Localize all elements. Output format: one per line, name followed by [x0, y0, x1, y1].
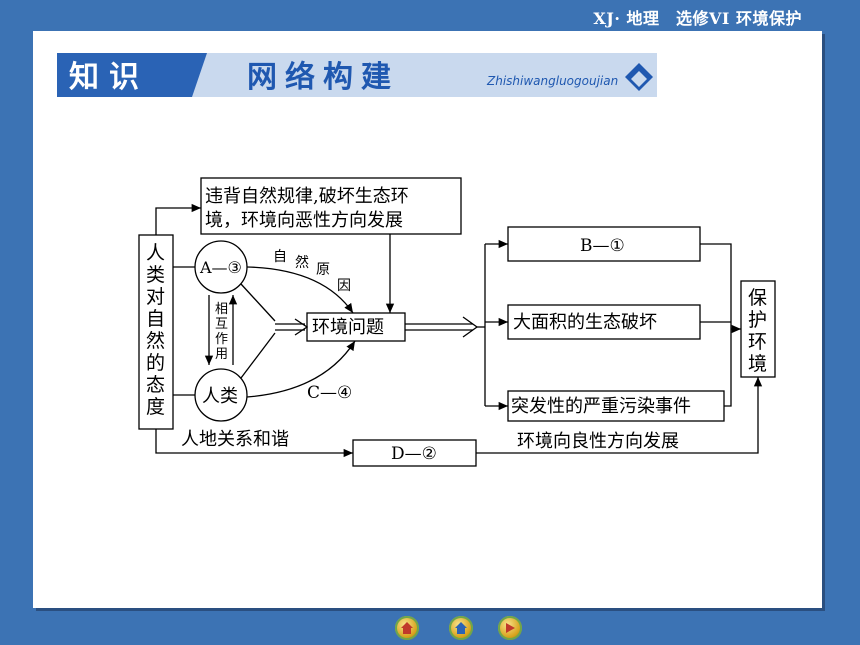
attitude-text: 人类对自然的态度	[146, 242, 165, 418]
banner-label-knowledge: 知识	[69, 60, 149, 95]
benign-label: 环境向良性方向发展	[517, 431, 679, 452]
d-box	[352, 439, 477, 467]
b-box-label: B—①	[580, 236, 625, 256]
forward-icon[interactable]	[498, 616, 522, 640]
eco-destruction-label: 大面积的生态破坏	[513, 312, 657, 333]
protect-box	[740, 280, 776, 378]
natural-cause-label: 自然原因	[273, 249, 351, 294]
section-banner: 知识 网络构建 Zhishiwangluogoujian	[57, 53, 657, 97]
knowledge-network-diagram: 人类对自然的态度 违背自然规律,破坏生态环 境，环境向恶性方向发展 A—③ 人类…	[138, 177, 776, 467]
env-problem-label: 环境问题	[312, 317, 384, 338]
attitude-box	[138, 234, 174, 430]
d-box-label: D—②	[391, 444, 437, 464]
breadcrumb: XJ· 地理 选修VI 环境保护	[593, 9, 802, 28]
violation-line2: 境，环境向恶性方向发展	[205, 210, 403, 231]
banner-diamond-icon	[625, 63, 653, 91]
banner-label-network: 网络构建	[247, 60, 399, 95]
slide-area: 知识 网络构建 Zhishiwangluogoujian	[33, 31, 822, 608]
c-label: C—④	[307, 383, 352, 403]
node-a-label: A—③	[199, 258, 242, 277]
nav-bar	[0, 612, 860, 644]
harmony-label: 人地关系和谐	[181, 429, 289, 450]
node-human-label: 人类	[202, 386, 238, 407]
env-problem-box	[306, 312, 406, 342]
banner-pinyin: Zhishiwangluogoujian	[486, 74, 618, 88]
top-bar: XJ· 地理 选修VI 环境保护	[0, 0, 860, 30]
protect-text: 保护环境	[748, 287, 767, 375]
home-icon[interactable]	[395, 616, 419, 640]
pollution-label: 突发性的严重污染事件	[511, 396, 691, 417]
back-icon[interactable]	[449, 616, 473, 640]
interaction-label: 相互作用	[215, 302, 228, 362]
violation-line1: 违背自然规律,破坏生态环	[205, 186, 409, 207]
violation-box	[200, 177, 462, 235]
